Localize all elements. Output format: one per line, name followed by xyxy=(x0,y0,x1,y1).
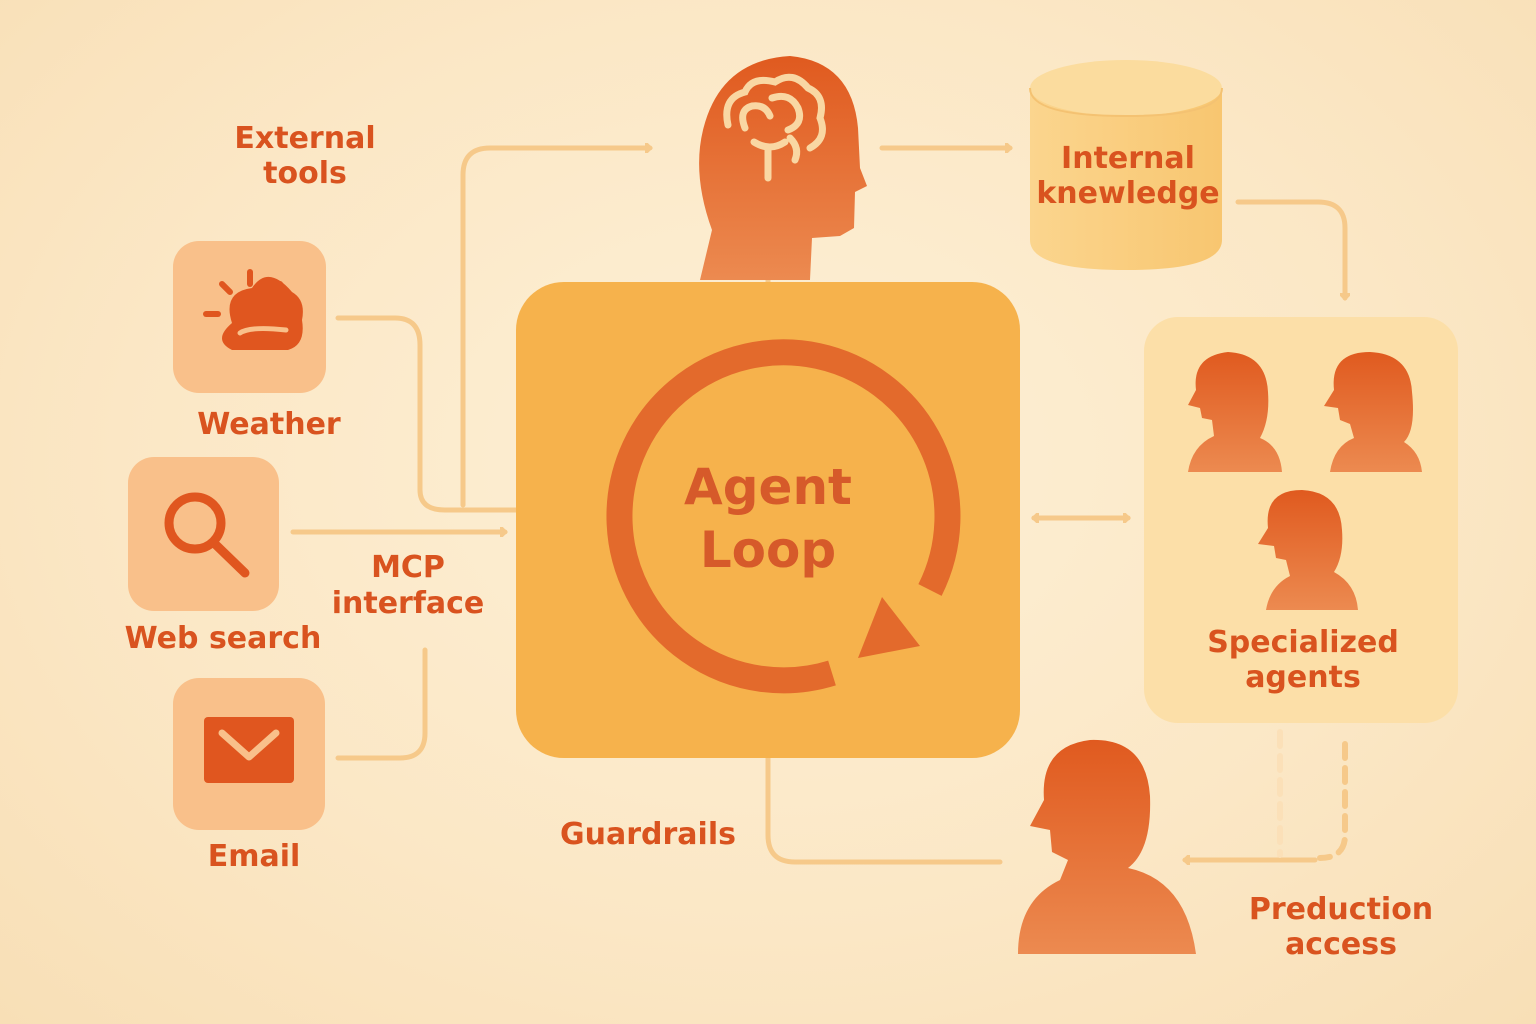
arrow-knowledge-to-agents xyxy=(1235,199,1345,298)
dashed-line-agent-2 xyxy=(1317,741,1348,861)
search-icon xyxy=(164,492,250,578)
label-weather: Weather xyxy=(197,407,341,442)
label-specialized-agents: Specialized agents xyxy=(1207,625,1399,695)
arrow-guardrail-to-loop xyxy=(768,712,1003,865)
database-icon xyxy=(1029,60,1223,270)
tool-tile-web-search xyxy=(128,457,279,611)
email-icon xyxy=(204,717,294,783)
person-icon-agent-1 xyxy=(1188,352,1282,472)
label-external-tools: External tools xyxy=(234,121,376,191)
cycle-arrow-icon xyxy=(606,339,961,694)
brain-head-figure xyxy=(699,56,867,280)
label-email: Email xyxy=(207,839,301,874)
head-silhouette xyxy=(699,56,867,280)
cycle-arrowhead xyxy=(858,597,920,658)
person-icon-agent-3 xyxy=(1258,490,1358,610)
label-production-access: Preduction access xyxy=(1248,892,1434,962)
person-icon-production xyxy=(1018,739,1196,954)
weather-icon xyxy=(203,269,303,350)
label-agent-loop: Agent Loop xyxy=(684,458,852,579)
specialized-agents-panel xyxy=(1144,317,1458,723)
tool-tile-weather xyxy=(173,241,326,393)
label-web-search: Web search xyxy=(124,621,322,656)
arrow-email-line xyxy=(335,647,428,761)
person-icon-agent-2 xyxy=(1324,352,1422,472)
brain-icon xyxy=(723,73,826,182)
connectors xyxy=(290,148,1348,865)
agent-loop-box xyxy=(516,282,1020,758)
label-internal-knowledge: Internal knewledge xyxy=(1036,141,1220,211)
tool-tile-email xyxy=(173,678,325,830)
label-mcp-interface: MCP interface xyxy=(331,550,485,621)
label-guardrails: Guardrails xyxy=(560,817,736,852)
arrow-tools-to-head xyxy=(460,148,650,508)
arrow-weather-to-loop xyxy=(335,315,575,510)
